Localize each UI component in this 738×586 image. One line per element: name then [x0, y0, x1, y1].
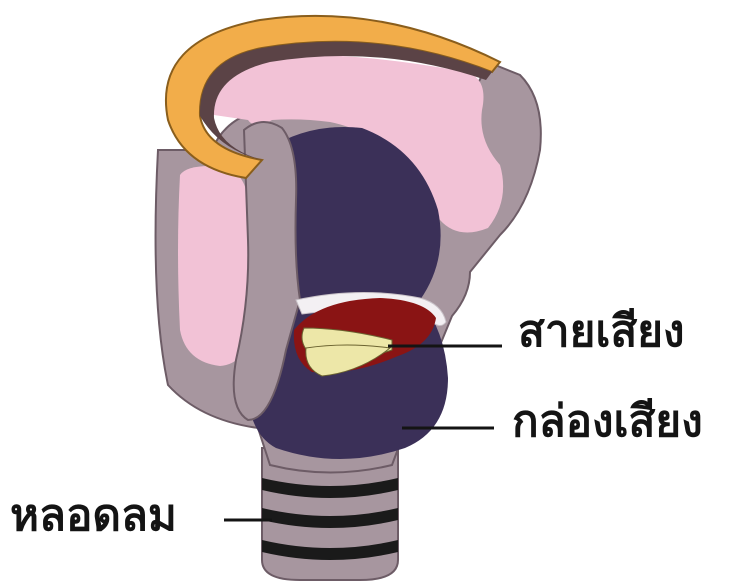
pink-tissue-left: [178, 166, 250, 366]
label-vocal-cords: สายเสียง: [518, 310, 685, 354]
label-larynx: กล่องเสียง: [512, 400, 703, 444]
label-trachea: หลอดลม: [10, 494, 177, 538]
